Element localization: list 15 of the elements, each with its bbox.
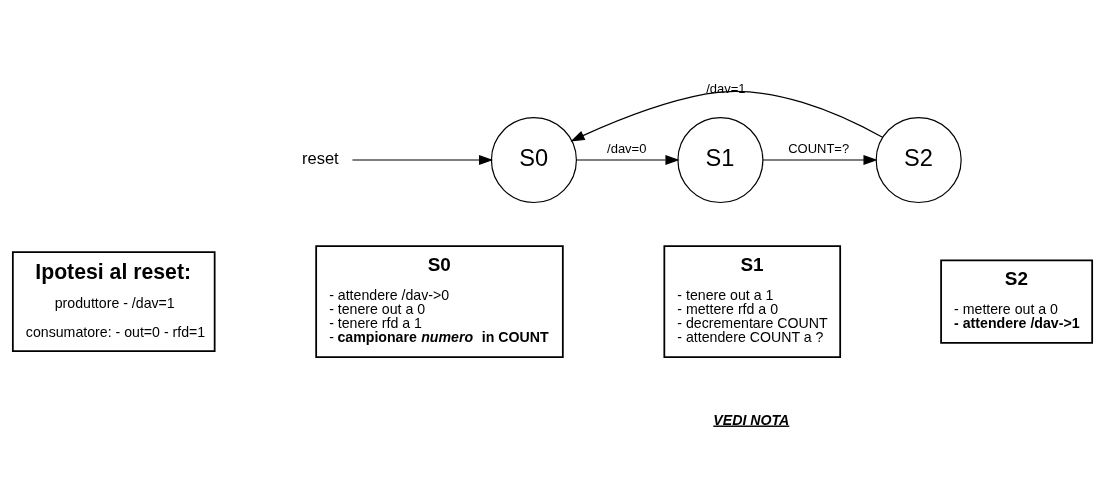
arrow: [351, 155, 494, 165]
arrow: [576, 155, 680, 165]
node-box: S0 - attendere /dav->0 - tenere out a 0 - tenere rfd a 1 - campionare numero in COUNT: [315, 245, 564, 358]
node-box: Ipotesi al reset: produttore - /dav=1 consumatore: - out=0 - rfd=1: [11, 251, 216, 353]
arrow: [570, 90, 884, 142]
edge-label: /dav=0: [607, 140, 647, 156]
label: VEDI NOTA: [713, 411, 790, 428]
node-circle: S2: [875, 116, 962, 204]
edge-label: COUNT=?: [788, 140, 850, 156]
node-circle: S0: [490, 116, 577, 204]
arrow: [762, 155, 878, 165]
node-box: S2 - mettere out a 0 - attendere /dav->1: [940, 259, 1094, 344]
node-text: reset: [302, 149, 339, 169]
node-box: S1 - tenere out a 1 - mettere rfd a 0 - decrementare COUNT - attendere COUNT a ?: [663, 245, 842, 358]
node-circle: S1: [677, 116, 764, 204]
